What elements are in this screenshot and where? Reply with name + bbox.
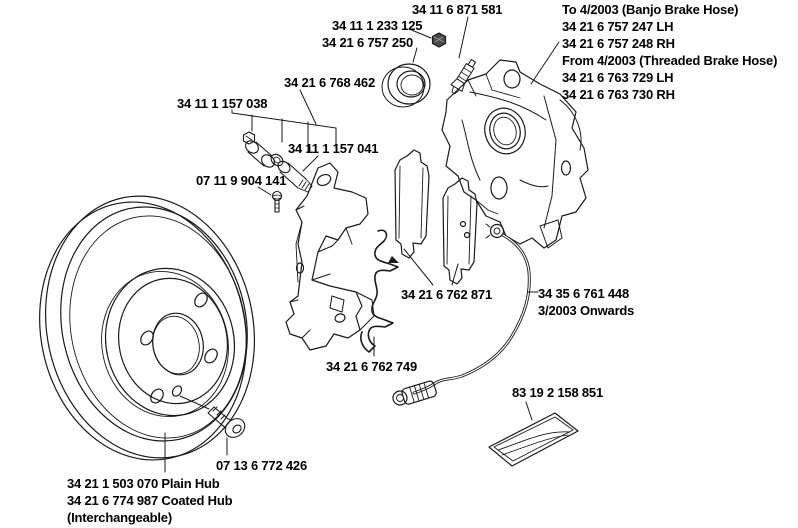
wear-sensor (392, 223, 531, 406)
label-bleeder-screw: 34 11 6 871 581 (412, 1, 502, 18)
label-caliper-block: To 4/2003 (Banjo Brake Hose) 34 21 6 757… (562, 1, 777, 103)
piston-bore (489, 112, 521, 150)
note-text: 3/2003 Onwards (538, 303, 635, 318)
part-number-text: 34 21 6 768 462 (284, 75, 375, 90)
caliper-carrier (285, 162, 375, 351)
brake-pad-inner (394, 149, 430, 259)
part-number-text: 07 13 6 772 426 (216, 458, 307, 473)
label-piston-boot: 34 21 6 757 250 (322, 34, 413, 51)
part-number-text: 34 11 1 233 125 (332, 18, 423, 33)
caliper-ear-hole (503, 69, 521, 89)
grease-sachet (488, 412, 579, 467)
set-screw-hole (171, 385, 183, 397)
part-number-text: 83 19 2 158 851 (512, 385, 603, 400)
label-pad-spring: 34 21 6 762 749 (326, 358, 417, 375)
note-text: From 4/2003 (Threaded Brake Hose) (562, 53, 778, 68)
dust-cap (431, 32, 447, 48)
leader-lines (164, 16, 560, 473)
caliper-lug (490, 176, 508, 200)
label-disc-set-screw: 07 13 6 772 426 (216, 457, 307, 474)
part-number-text: 34 21 6 757 250 (322, 35, 413, 50)
sensor-cable (412, 233, 531, 395)
label-brake-disc: 34 21 1 503 070 Plain Hub 34 21 6 774 98… (67, 475, 233, 526)
part-number-text: 34 21 6 762 749 (326, 359, 417, 374)
part-number-text: 07 11 9 904 141 (196, 173, 287, 188)
disc-set-screw (207, 406, 246, 438)
label-dust-cap: 34 11 1 233 125 (332, 17, 422, 34)
note-text: (Interchangeable) (67, 510, 172, 525)
spring-arrow (388, 256, 399, 263)
part-number-text: 34 21 6 763 729 LH (562, 70, 674, 85)
sensor-head (489, 223, 505, 239)
part-number-text: 34 21 6 774 987 Coated Hub (67, 493, 233, 508)
carrier-screw (271, 190, 283, 213)
part-number-text: 34 35 6 761 448 (538, 286, 629, 301)
part-number-text: 34 11 6 871 581 (412, 2, 503, 17)
label-wear-sensor: 34 35 6 761 448 3/2003 Onwards (538, 285, 634, 319)
label-guide-bush: 34 11 1 157 038 (177, 95, 267, 112)
guide-bush-cap (242, 131, 256, 145)
note-text: To 4/2003 (Banjo Brake Hose) (562, 2, 739, 17)
guide-pin-set (242, 131, 313, 193)
brake-caliper (441, 59, 589, 249)
part-number-text: 34 21 1 503 070 Plain Hub (67, 476, 220, 491)
label-guide-kit: 34 21 6 768 462 (284, 74, 375, 91)
part-number-text: 34 11 1 157 038 (177, 96, 268, 111)
brake-pad-outer (442, 177, 478, 285)
pad-spring (360, 229, 399, 353)
brake-disc (39, 195, 256, 461)
part-number-text: 34 21 6 757 248 RH (562, 36, 675, 51)
label-guide-pin: 34 11 1 157 041 (288, 140, 378, 157)
label-carrier-screw: 07 11 9 904 141 (196, 172, 286, 189)
lug-holes (140, 292, 218, 404)
part-number-text: 34 21 6 757 247 LH (562, 19, 674, 34)
label-brake-pads: 34 21 6 762 871 (401, 286, 492, 303)
part-number-text: 34 11 1 157 041 (288, 141, 379, 156)
piston-dust-boot (381, 63, 431, 108)
bleeder-screw (450, 59, 477, 95)
part-number-text: 34 21 6 763 730 RH (562, 87, 675, 102)
label-grease-sachet: 83 19 2 158 851 (512, 384, 603, 401)
part-number-text: 34 21 6 762 871 (401, 287, 492, 302)
